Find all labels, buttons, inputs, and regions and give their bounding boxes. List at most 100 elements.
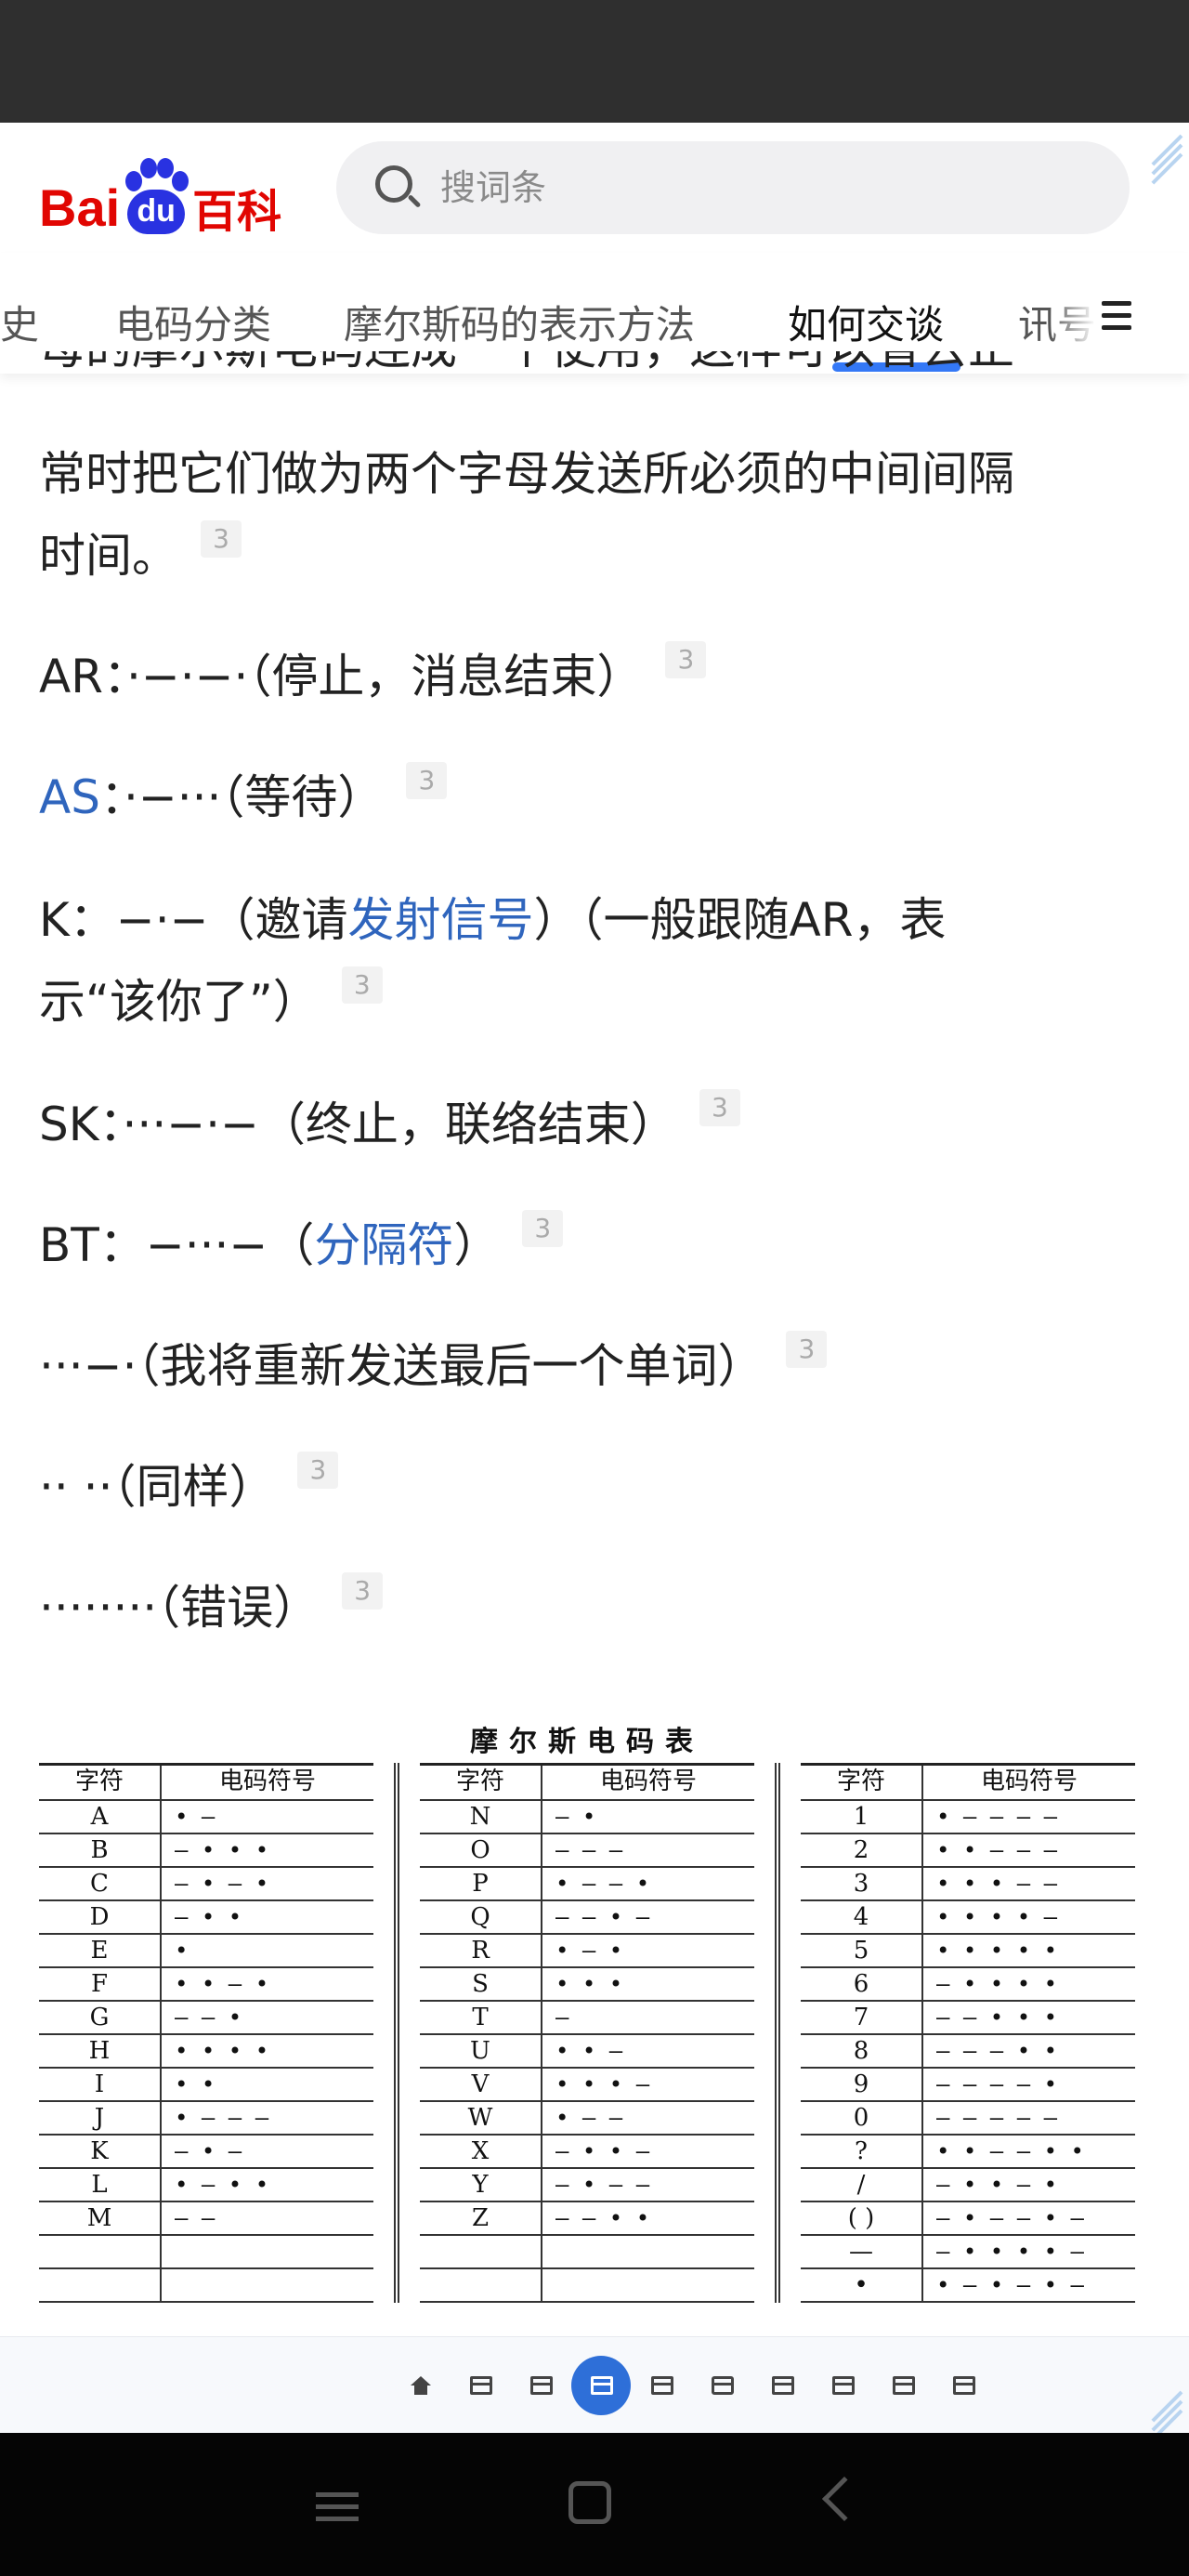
toolbar-section-icon[interactable] xyxy=(813,2356,873,2415)
table-cell-code: • — xyxy=(175,1804,216,1830)
table-cell-char: S xyxy=(420,1968,542,2000)
home-icon[interactable] xyxy=(568,2481,611,2524)
back-icon[interactable] xyxy=(821,2476,868,2522)
table-cell-char: W xyxy=(420,2102,542,2134)
reference-marker[interactable]: 3 xyxy=(699,1089,740,1126)
search-box[interactable] xyxy=(336,141,1130,234)
corner-stripes-icon xyxy=(1141,128,1183,185)
recent-apps-icon[interactable] xyxy=(316,2489,359,2526)
reference-marker[interactable]: 3 xyxy=(341,966,383,1004)
table-cell-char: M xyxy=(39,2202,162,2234)
table-cell-code: • • • xyxy=(555,1971,623,1997)
toolbar-section-icon[interactable] xyxy=(632,2356,692,2415)
table-cell-char: R xyxy=(420,1935,542,1966)
table-row: 9 — — — — • xyxy=(801,2069,1135,2102)
table-row: O— — — xyxy=(420,1834,754,1868)
table-row: —— • • • • — xyxy=(801,2236,1135,2269)
paragraph-line: 常时把它们做为两个字母发送所必须的中间间隔 xyxy=(39,447,1014,501)
table-row: D— • • xyxy=(39,1901,373,1935)
table-cell-char: — xyxy=(801,2236,923,2267)
table-cell-char: G xyxy=(39,2002,162,2033)
tab-representation[interactable]: 摩尔斯码的表示方法 xyxy=(344,302,696,348)
tab-code-types[interactable]: 电码分类 xyxy=(115,302,272,348)
table-row: E• xyxy=(39,1935,373,1968)
table-cell-char xyxy=(420,2269,542,2301)
reference-marker[interactable]: 3 xyxy=(522,1210,564,1247)
table-row: S • • • xyxy=(420,1968,754,2002)
header-code: 电码符号 xyxy=(980,1768,1078,1795)
toolbar-section-icon[interactable] xyxy=(511,2356,571,2415)
table-cell-code: — — — — • xyxy=(936,2071,1058,2097)
table-cell-code: — — — — — xyxy=(936,2105,1058,2131)
table-cell-char: ( ) xyxy=(801,2202,923,2234)
table-cell-code: • • — • xyxy=(175,1971,269,1997)
search-input[interactable] xyxy=(440,167,998,208)
table-row: ? • • — — • • xyxy=(801,2136,1135,2169)
table-cell-code xyxy=(162,2236,373,2267)
tab-history[interactable]: 历史 xyxy=(0,302,40,348)
table-header-row: 字符电码符号 xyxy=(801,1766,1135,1801)
table-cell-char: 9 xyxy=(801,2069,923,2100)
tab-how-to-talk[interactable]: 如何交谈 xyxy=(788,302,945,348)
table-row: X— • • — xyxy=(420,2136,754,2169)
table-cell-char: ? xyxy=(801,2136,923,2167)
table-cell-code: • — — • xyxy=(555,1871,650,1897)
menu-icon[interactable] xyxy=(1096,299,1137,333)
reference-marker[interactable]: 3 xyxy=(665,641,707,678)
table-cell-code: • • • • — xyxy=(936,1904,1058,1930)
paragraph-line: 时间。3 xyxy=(39,515,242,597)
table-cell-code: • • — — • • xyxy=(936,2138,1084,2164)
table-row: L• — • • xyxy=(39,2169,373,2202)
toolbar-section-icon[interactable] xyxy=(752,2356,813,2415)
toolbar-home-icon[interactable] xyxy=(390,2356,451,2415)
toolbar-section-icon[interactable] xyxy=(873,2356,934,2415)
table-row: Q— — • — xyxy=(420,1901,754,1935)
reference-marker[interactable]: 3 xyxy=(342,1572,384,1610)
table-cell-code: • xyxy=(175,1938,189,1964)
table-row: 3• • • — — xyxy=(801,1868,1135,1901)
table-row: F • • — • xyxy=(39,1968,373,2002)
table-row: I• • xyxy=(39,2069,373,2102)
toolbar-section-icon[interactable] xyxy=(451,2356,511,2415)
table-cell-char: F xyxy=(39,1968,162,2000)
table-cell-code: — — • • • xyxy=(936,2004,1058,2031)
table-cell-code: • • — — — xyxy=(936,1837,1058,1863)
table-row: •• — • — • — xyxy=(801,2269,1135,2303)
separator-link[interactable]: 分隔符 xyxy=(314,1218,454,1272)
table-cell-code: — — xyxy=(175,2205,216,2231)
baidu-baike-logo[interactable]: Bai du 百科 xyxy=(39,141,290,234)
table-row: B— • • • xyxy=(39,1834,373,1868)
toolbar-section-icon[interactable] xyxy=(934,2356,994,2415)
table-row: N— • xyxy=(420,1801,754,1834)
reference-marker[interactable]: 3 xyxy=(201,520,242,558)
reference-marker[interactable]: 3 xyxy=(786,1331,828,1368)
table-cell-char: D xyxy=(39,1901,162,1933)
table-cell-char: H xyxy=(39,2035,162,2067)
toolbar-section-icon[interactable] xyxy=(571,2356,632,2415)
table-cell-code: • • — xyxy=(555,2038,623,2064)
table-row: 0— — — — — xyxy=(801,2102,1135,2136)
transmit-signal-link[interactable]: 发射信号 xyxy=(347,893,534,947)
table-cell-char: T xyxy=(420,2002,542,2033)
table-header-row: 字符电码符号 xyxy=(39,1766,373,1801)
table-cell-char: / xyxy=(801,2169,923,2201)
as-link[interactable]: AS xyxy=(39,770,100,824)
reference-marker[interactable]: 3 xyxy=(406,762,448,799)
table-cell-code: — — — • • xyxy=(936,2038,1058,2064)
table-cell-char: J xyxy=(39,2102,162,2134)
table-row: 2• • — — — xyxy=(801,1834,1135,1868)
header-char: 字符 xyxy=(39,1766,162,1799)
reference-marker[interactable]: 3 xyxy=(297,1452,339,1489)
toolbar-edit-icon[interactable] xyxy=(692,2356,752,2415)
table-cell-char: 1 xyxy=(801,1801,923,1833)
table-row xyxy=(420,2236,754,2269)
table-row: 1• — — — — xyxy=(801,1801,1135,1834)
table-cell-code: • — — — xyxy=(175,2105,269,2131)
table-row: Y— • — — xyxy=(420,2169,754,2202)
table-row: C— • — • xyxy=(39,1868,373,1901)
table-cell-char: E xyxy=(39,1935,162,1966)
